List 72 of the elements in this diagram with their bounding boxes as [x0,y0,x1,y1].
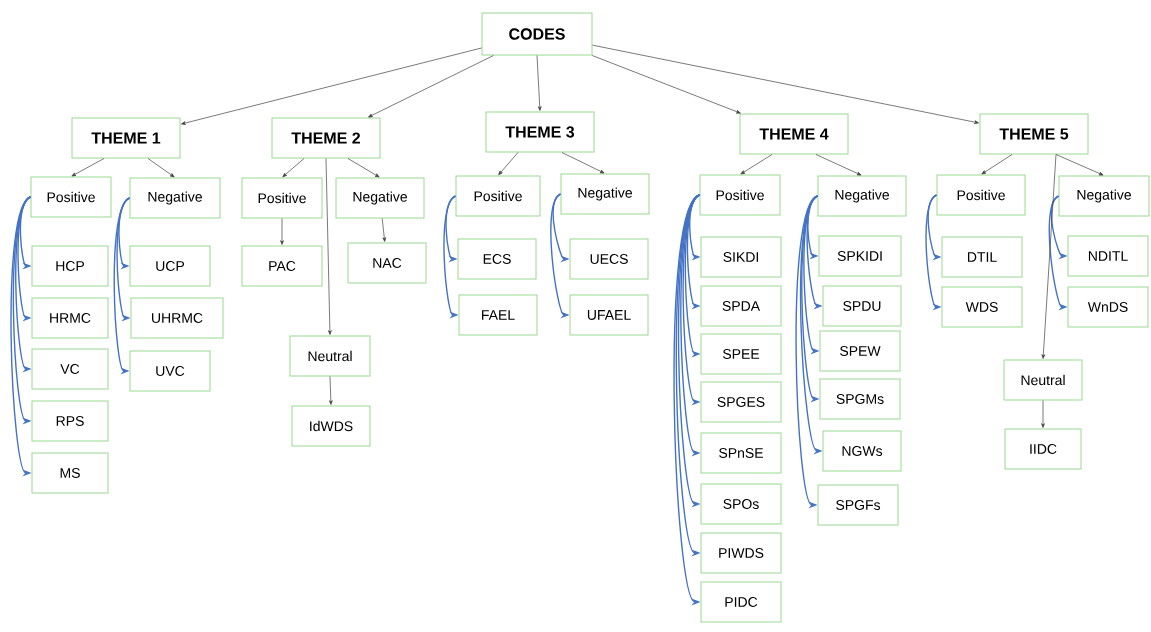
arrow [592,44,979,124]
code-box: Neutral [289,335,371,377]
code-box: SPGMs [819,378,901,420]
arrow [591,55,741,114]
code-box: PIWDS [700,532,782,574]
arrow [71,158,105,177]
code-box: UVC [129,350,211,392]
arrow [815,154,862,176]
arrow [181,47,482,125]
code-box: Positive [936,174,1026,216]
code-box: HCP [31,245,109,287]
theme-box: THEME 4 [739,113,849,155]
code-box: MS [31,452,109,494]
arrow [981,154,1013,175]
root-box: CODES [481,12,593,56]
arrow [147,158,175,178]
code-box: SPGES [700,381,782,423]
theme-box: THEME 2 [271,117,381,159]
arrow [1055,154,1104,176]
arrow [1041,154,1057,359]
code-box: VC [31,348,109,390]
arrow [381,218,387,242]
code-box: PIDC [700,581,782,623]
arrow [368,55,494,118]
code-box: UFAEL [569,294,649,336]
code-box: NAC [347,242,427,284]
code-box: SPKIDI [818,235,902,277]
code-box: UCP [129,245,211,287]
code-box: NGWs [822,430,902,472]
code-box: SPOs [700,483,782,525]
arrow [561,152,605,174]
code-box: IdWDS [291,405,371,447]
arrow [280,218,284,245]
arrow [282,158,305,178]
code-box: SPEW [819,330,901,372]
arrow [325,158,332,335]
theme-box: THEME 1 [71,117,181,159]
code-box: Negative [817,175,907,217]
code-box: Negative [129,177,221,219]
arrow [498,152,519,176]
code-box: Positive [241,177,323,219]
code-box: ECS [457,238,537,280]
code-box: SPGFs [817,484,899,526]
code-box: Positive [699,174,781,216]
code-box: Negative [335,177,425,219]
code-box: UHRMC [130,297,224,339]
arrow [1041,400,1045,428]
code-box: NDITL [1067,235,1149,277]
code-box: Neutral [1003,359,1083,401]
arrow [536,55,542,111]
code-box: UECS [569,238,649,280]
code-box: SPnSE [700,432,782,474]
code-box: Negative [560,173,650,215]
code-box: SPEE [700,333,782,375]
theme-box: THEME 3 [485,111,595,153]
arrow [329,376,333,405]
code-box: FAEL [458,294,538,336]
code-box: Negative [1058,175,1150,217]
code-box: SPDA [700,285,782,327]
arrow [347,158,380,178]
code-box: PAC [241,245,323,287]
code-box: SPDU [822,285,902,327]
theme-box: THEME 5 [979,113,1089,155]
code-box: SIKDI [700,236,782,278]
code-box: WnDS [1067,286,1149,328]
code-box: Positive [30,176,112,218]
code-box: WDS [941,286,1023,328]
code-box: HRMC [31,297,109,339]
code-box: IIDC [1004,428,1082,470]
code-box: Positive [455,175,541,217]
code-box: DTIL [941,236,1023,278]
code-box: RPS [31,400,109,442]
